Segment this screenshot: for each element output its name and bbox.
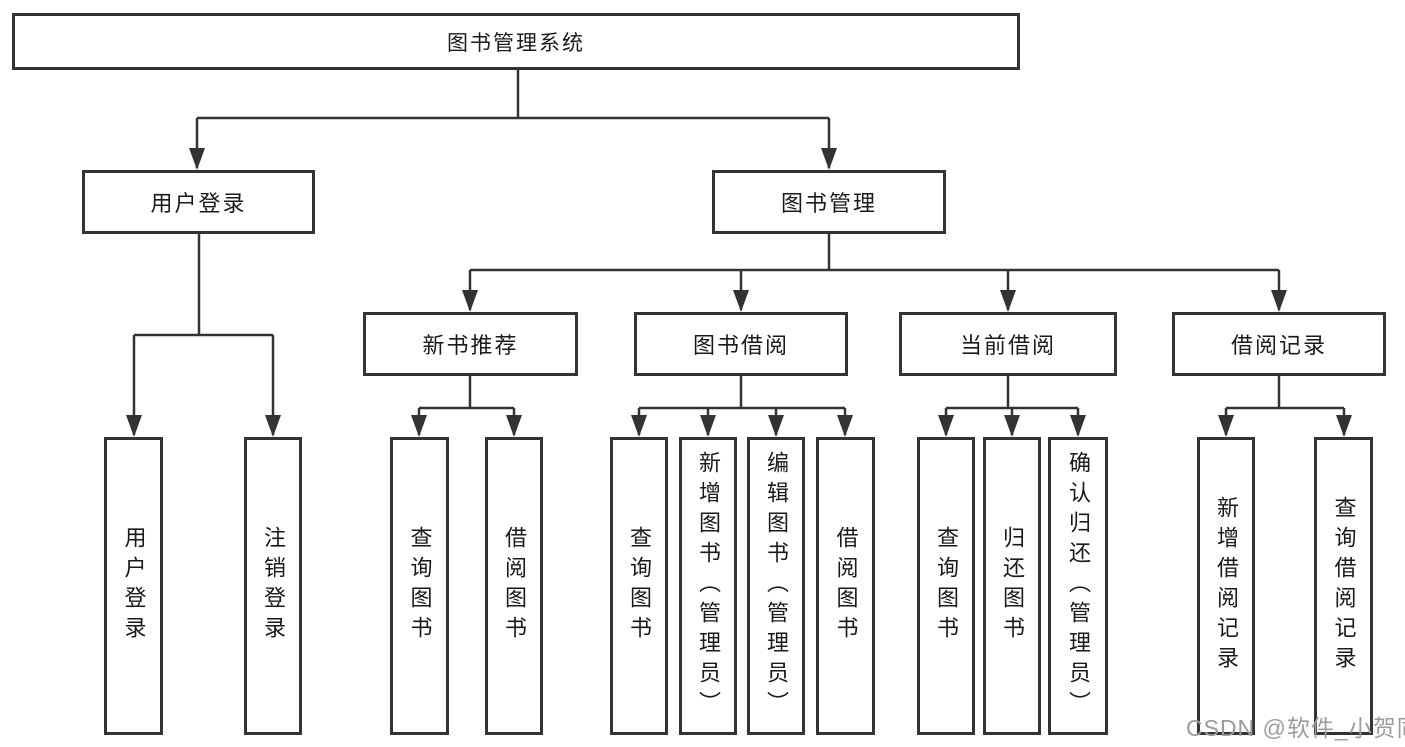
leaf-borrow-books-recommend: 借阅图书 bbox=[485, 437, 543, 735]
leaf-query-books-current: 查询图书 bbox=[917, 437, 975, 735]
node-label: 用户登录 bbox=[121, 526, 147, 646]
node-label: 图书管理系统 bbox=[447, 31, 585, 55]
node-label: 查询图书 bbox=[627, 526, 652, 646]
node-label: 确认归还（管理员） bbox=[1066, 451, 1091, 721]
node-label: 借阅图书 bbox=[833, 526, 859, 646]
node-label: 用户登录 bbox=[150, 191, 247, 216]
node-label: 查询图书 bbox=[407, 526, 433, 646]
watermark: CSDN @软件_小贺同学 bbox=[1186, 715, 1405, 741]
leaf-edit-book-admin: 编辑图书（管理员） bbox=[747, 437, 805, 735]
leaf-query-borrow-record: 查询借阅记录 bbox=[1314, 437, 1373, 735]
leaf-borrow-books: 借阅图书 bbox=[816, 437, 875, 735]
node-label: 当前借阅 bbox=[959, 333, 1056, 358]
node-label: 查询图书 bbox=[934, 526, 959, 646]
leaf-logout: 注销登录 bbox=[244, 437, 302, 735]
node-label: 新书推荐 bbox=[422, 333, 519, 358]
leaf-confirm-return-admin: 确认归还（管理员） bbox=[1048, 437, 1108, 735]
leaf-return-book: 归还图书 bbox=[983, 437, 1041, 735]
node-label: 图书管理 bbox=[780, 191, 877, 216]
node-current-borrow: 当前借阅 bbox=[899, 312, 1117, 376]
node-label: 新增借阅记录 bbox=[1214, 496, 1239, 676]
node-new-book-recommend: 新书推荐 bbox=[363, 312, 578, 376]
node-label: 图书借阅 bbox=[692, 333, 789, 358]
node-label: 归还图书 bbox=[1000, 526, 1025, 646]
leaf-add-book-admin: 新增图书（管理员） bbox=[679, 437, 737, 735]
leaf-user-login: 用户登录 bbox=[104, 437, 163, 735]
leaf-query-books-recommend: 查询图书 bbox=[390, 437, 449, 735]
node-label: 查询借阅记录 bbox=[1331, 496, 1357, 676]
node-label: 注销登录 bbox=[261, 526, 286, 646]
leaf-query-books-borrow: 查询图书 bbox=[610, 437, 668, 735]
node-user-login: 用户登录 bbox=[82, 170, 315, 234]
node-label: 借阅图书 bbox=[502, 526, 527, 646]
node-system-root: 图书管理系统 bbox=[12, 13, 1020, 70]
node-label: 新增图书（管理员） bbox=[696, 451, 721, 721]
arrowheads bbox=[126, 148, 1352, 437]
node-book-management: 图书管理 bbox=[712, 170, 946, 234]
node-book-borrow: 图书借阅 bbox=[634, 312, 848, 376]
node-label: 借阅记录 bbox=[1230, 333, 1327, 358]
leaf-add-borrow-record: 新增借阅记录 bbox=[1197, 437, 1255, 735]
node-borrow-records: 借阅记录 bbox=[1172, 312, 1386, 376]
node-label: 编辑图书（管理员） bbox=[764, 451, 789, 721]
